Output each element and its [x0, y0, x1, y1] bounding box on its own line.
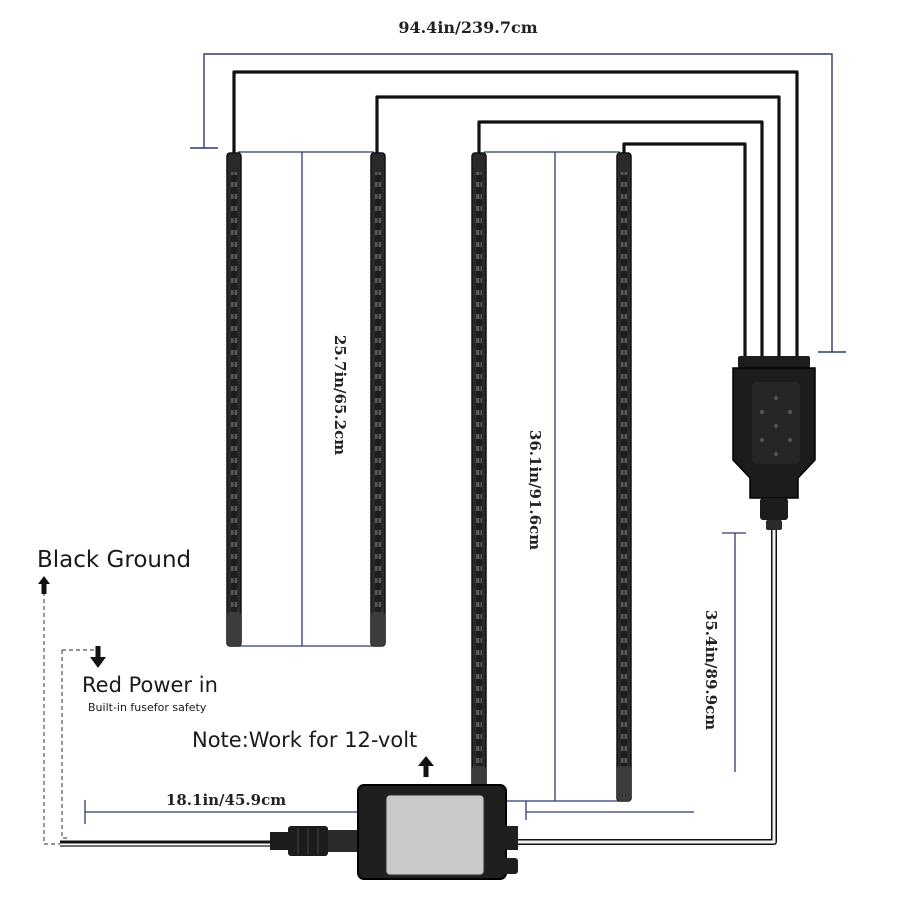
voltage-note-label: Note:Work for 12-volt: [192, 728, 417, 752]
power-input-wires: [60, 826, 358, 856]
led-strip-1: [226, 152, 242, 647]
total-width-label: 94.4in/239.7cm: [398, 18, 537, 37]
black-ground-label: Black Ground: [37, 547, 191, 573]
led-strip-2: [370, 152, 386, 647]
fuse-note-label: Built-in fusefor safety: [88, 701, 207, 714]
long-strip-label: 36.1in/91.6cm: [526, 430, 544, 550]
power-lead-label: 18.1in/45.9cm: [166, 791, 286, 809]
control-box: [357, 784, 518, 880]
power-lead-dimension: [84, 800, 358, 824]
connector-hub: [732, 356, 816, 530]
ground-dashed-line: [43, 592, 100, 845]
wire-bundle: [232, 70, 799, 362]
led-strip-4: [616, 152, 632, 802]
black-ground-arrow-icon: [38, 576, 50, 594]
red-power-arrow-icon: [90, 646, 106, 668]
short-strip-label: 25.7in/65.2cm: [331, 335, 349, 455]
total-width-dimension: [190, 53, 846, 353]
voltage-note-arrow-icon: [418, 756, 434, 777]
short-strip-dimension: [238, 151, 374, 647]
cable-dimension: [722, 532, 746, 772]
main-cable: [500, 530, 777, 845]
long-strip-dimension: [484, 151, 620, 820]
red-power-label: Red Power in: [82, 673, 218, 697]
cable-length-label: 35.4in/89.9cm: [702, 610, 720, 730]
led-strip-3: [471, 152, 487, 802]
